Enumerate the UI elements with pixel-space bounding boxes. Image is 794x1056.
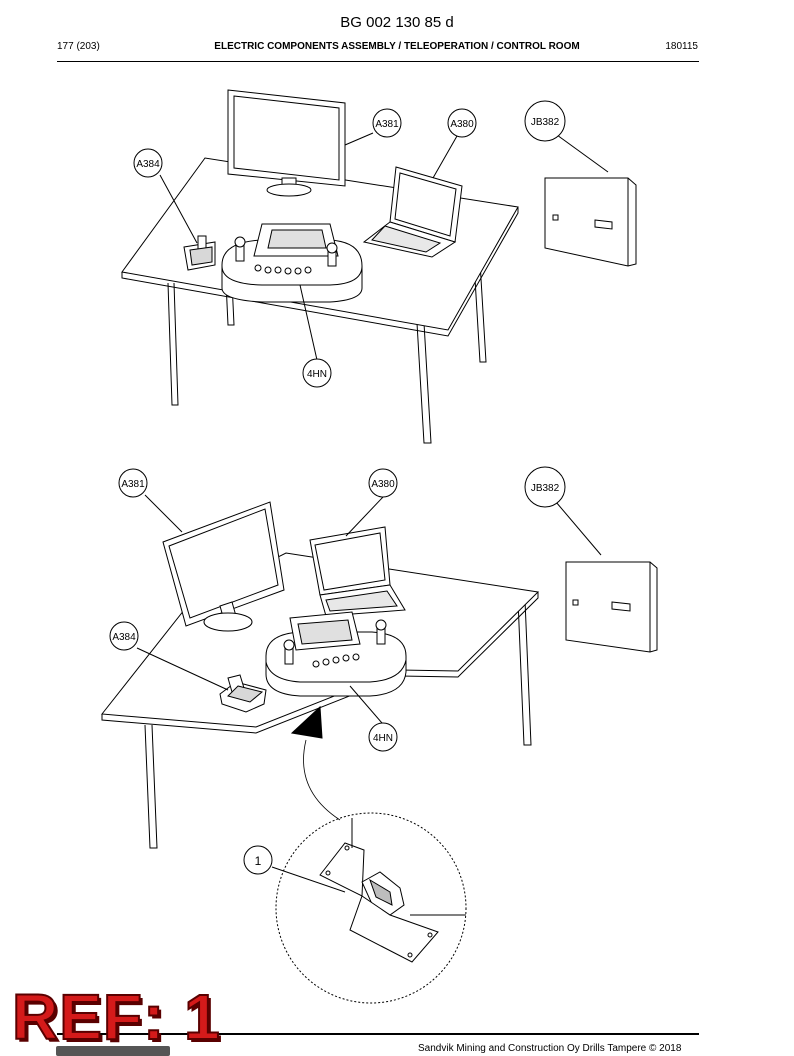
monitor <box>227 89 346 197</box>
callout-label-a384: A384 <box>136 159 160 170</box>
top-view <box>121 89 637 444</box>
table-leg <box>144 724 158 849</box>
callout-label-jb382: JB382 <box>531 117 560 128</box>
control-console <box>221 223 363 303</box>
callout-label-4hn: 4HN <box>373 733 393 744</box>
company-logo <box>56 1046 170 1056</box>
bottom-view <box>101 494 658 1004</box>
telephone <box>219 674 267 713</box>
footer-rule <box>57 1033 699 1035</box>
callout-label-a380: A380 <box>371 479 395 490</box>
junction-box <box>565 561 658 653</box>
detail-view <box>275 812 467 1004</box>
page-title: ELECTRIC COMPONENTS ASSEMBLY / TELEOPERA… <box>214 41 580 52</box>
table-leg <box>167 282 179 406</box>
callout-label-jb382: JB382 <box>531 483 560 494</box>
callout-label-4hn: 4HN <box>307 369 327 380</box>
callout-bubble <box>372 108 402 138</box>
view-arrow <box>290 705 323 739</box>
callout-label-a380: A380 <box>450 119 474 130</box>
monitor <box>162 501 285 632</box>
telephone <box>183 235 216 271</box>
callout-bubble <box>118 468 148 498</box>
callout-label-a381: A381 <box>121 479 145 490</box>
junction-box <box>544 177 637 267</box>
callout-bubble <box>368 468 398 498</box>
date-code: 180115 <box>665 41 698 52</box>
view-arrow-path <box>303 739 341 821</box>
callout-label-a381: A381 <box>375 119 399 130</box>
callout-bubble <box>368 722 398 752</box>
page-number: 177 (203) <box>57 41 100 52</box>
table-leg <box>517 599 532 746</box>
control-console <box>265 611 407 697</box>
callout-bubble <box>109 621 139 651</box>
document-id: BG 002 130 85 d <box>340 14 454 31</box>
callout-bubble <box>524 100 566 142</box>
callout-bubble <box>302 358 332 388</box>
callouts <box>109 100 566 875</box>
laptop <box>309 526 406 617</box>
callout-label-a384: A384 <box>112 632 136 643</box>
callout-bubble <box>243 845 273 875</box>
ref-stamp: REF: 1 <box>11 981 221 1053</box>
laptop <box>362 166 463 258</box>
footer-copyright: Sandvik Mining and Construction Oy Drill… <box>418 1043 682 1054</box>
callout-bubble <box>447 108 477 138</box>
table-edge <box>121 207 519 337</box>
table-leg <box>473 261 487 363</box>
header-rule <box>57 61 699 62</box>
callout-bubble <box>524 466 566 508</box>
callout-bubble <box>133 148 163 178</box>
table-leg <box>416 322 432 444</box>
callout-label-1: 1 <box>255 854 262 868</box>
